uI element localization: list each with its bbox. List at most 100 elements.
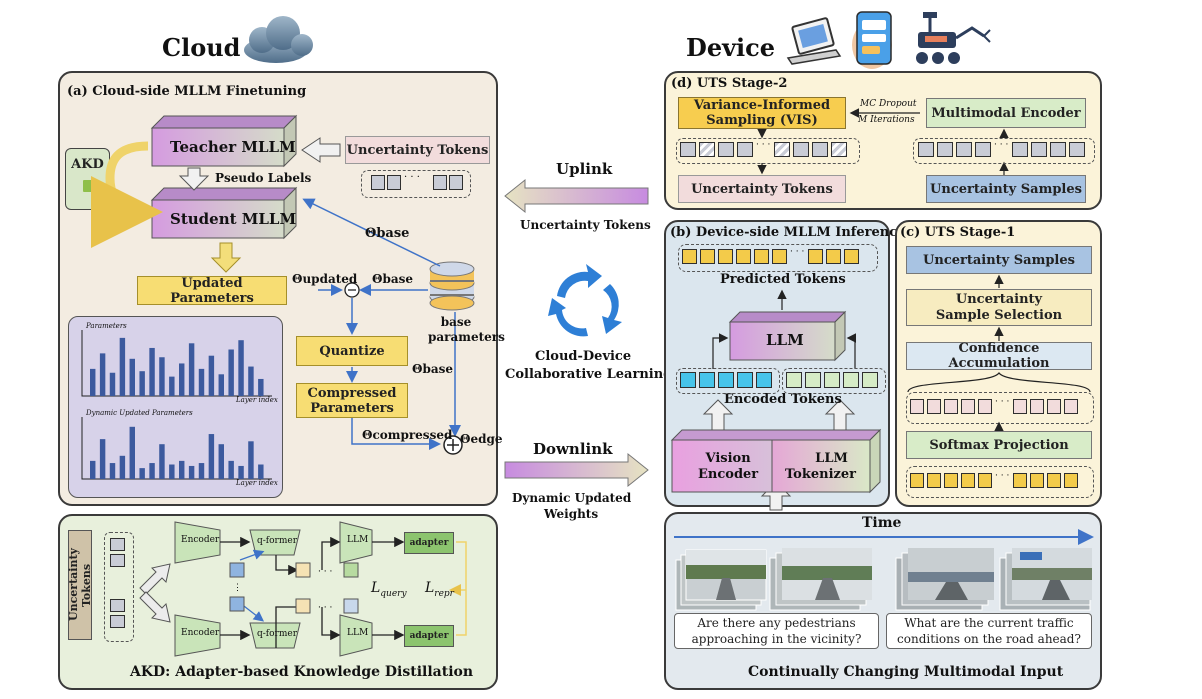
- theta-updated-label: Θupdated: [292, 272, 358, 286]
- llm-tokenizer-line1: LLM: [815, 451, 848, 466]
- encoded-tokens-label: Encoded Tokens: [724, 392, 842, 407]
- stage1-uncertainty-samples-box: Uncertainty Samples: [906, 246, 1092, 274]
- token: [937, 142, 953, 157]
- chart-bar: [129, 358, 135, 396]
- token: [793, 142, 809, 157]
- cloud-panel-title: (a) Cloud-side MLLM Finetuning: [67, 84, 307, 99]
- token: [978, 473, 992, 488]
- chart-bar: [228, 460, 234, 479]
- collab-label-line1: Cloud-Device: [535, 349, 632, 364]
- selection-line1: Uncertainty: [955, 291, 1043, 307]
- token: [699, 372, 715, 388]
- llm-tokenizer-line2: Tokenizer: [785, 467, 857, 482]
- robot-rover-icon: [916, 12, 991, 64]
- token: [1013, 473, 1027, 488]
- token: [680, 142, 696, 157]
- token: [1047, 399, 1061, 414]
- device-heading: Device: [686, 33, 776, 62]
- chart-bar: [198, 368, 205, 396]
- uts-stage1-title: (c) UTS Stage-1: [900, 225, 1016, 240]
- token: [718, 372, 734, 388]
- l-repr-subscript: repr: [434, 588, 454, 599]
- l-repr-label: Lrepr: [425, 580, 454, 599]
- stage2-token-group-right: [913, 138, 1095, 164]
- chart-bar: [90, 460, 96, 479]
- ellipsis: · · ·: [994, 140, 1009, 150]
- input-caption: Continually Changing Multimodal Input: [748, 664, 1064, 680]
- chart-top-title: Parameters: [86, 322, 127, 330]
- token: [110, 554, 125, 567]
- ellipsis: · · ·: [995, 471, 1010, 481]
- chart-bar: [99, 353, 106, 396]
- device-inference-title: (b) Device-side MLLM Inference: [670, 225, 906, 240]
- chart-bar: [188, 343, 195, 396]
- token: [718, 142, 734, 157]
- chart-bar: [258, 464, 264, 479]
- downlink-arrow: [504, 452, 649, 488]
- token: [844, 249, 859, 264]
- token: [961, 473, 975, 488]
- llm-label-top: LLM: [347, 535, 369, 545]
- token: [956, 142, 972, 157]
- vision-encoder-line1: Vision: [705, 451, 751, 466]
- chart-bar: [248, 441, 254, 479]
- chart-bar: [208, 355, 215, 396]
- l-repr-symbol: L: [425, 580, 435, 596]
- adapter-box-top: adapter: [404, 532, 454, 554]
- akd-panel-title: AKD: Adapter-based Knowledge Distillatio…: [130, 664, 474, 680]
- chart-bar: [228, 349, 234, 396]
- collaboration-cycle-icon: [548, 264, 622, 337]
- chart-bar: [119, 337, 126, 396]
- token: [449, 175, 463, 190]
- compressed-parameters-box: Compressed Parameters: [296, 383, 408, 418]
- uncertainty-token-group: [361, 170, 471, 198]
- token: [805, 372, 821, 388]
- encoder-label-top: Encoder: [181, 535, 220, 545]
- token: [826, 249, 841, 264]
- token: [961, 399, 975, 414]
- token: [1064, 473, 1078, 488]
- qformer-label-top: q-former: [257, 536, 298, 546]
- chart-bar: [258, 378, 264, 396]
- chart-bar: [90, 368, 96, 396]
- token: [371, 175, 385, 190]
- downlink-sublabel-line1: Dynamic Updated: [512, 491, 632, 505]
- question-1-line1: Are there any pedestrians: [697, 616, 856, 630]
- road-image-stack-2: [769, 548, 872, 611]
- chart-bottom-xlabel: Layer index: [236, 479, 278, 487]
- downlink-sublabel-line2: Weights: [544, 507, 599, 521]
- token: [1047, 473, 1061, 488]
- confidence-accumulation-box: Confidence Accumulation: [906, 341, 1092, 371]
- uplink-arrow: [504, 178, 649, 214]
- token: [110, 615, 125, 628]
- chart-bar: [169, 464, 175, 479]
- token: [387, 175, 401, 190]
- updated-parameters-box: Updated Parameters: [137, 276, 287, 306]
- token: [110, 599, 125, 612]
- cloud-heading: Cloud: [162, 33, 241, 62]
- token: [737, 372, 753, 388]
- token: [927, 399, 941, 414]
- token: [680, 372, 696, 388]
- theta-base-label-2: Θbase: [372, 272, 414, 286]
- token: [433, 175, 447, 190]
- road-image-stack-4: [999, 548, 1092, 611]
- chart-bar: [218, 374, 224, 396]
- stage2-uncertainty-tokens-box: Uncertainty Tokens: [678, 175, 846, 203]
- ellipsis: · · ·: [790, 247, 805, 257]
- predicted-tokens-label: Predicted Tokens: [720, 272, 846, 287]
- smartphone-icon: [852, 11, 892, 69]
- token: [812, 142, 828, 157]
- token: [786, 372, 802, 388]
- chart-bar: [179, 460, 185, 479]
- document-icon: [82, 180, 93, 192]
- svg-text:· · ·: · · ·: [318, 603, 332, 613]
- token: [1064, 399, 1078, 414]
- chart-bar: [109, 372, 116, 396]
- token: [975, 142, 991, 157]
- chart-bar: [139, 468, 145, 479]
